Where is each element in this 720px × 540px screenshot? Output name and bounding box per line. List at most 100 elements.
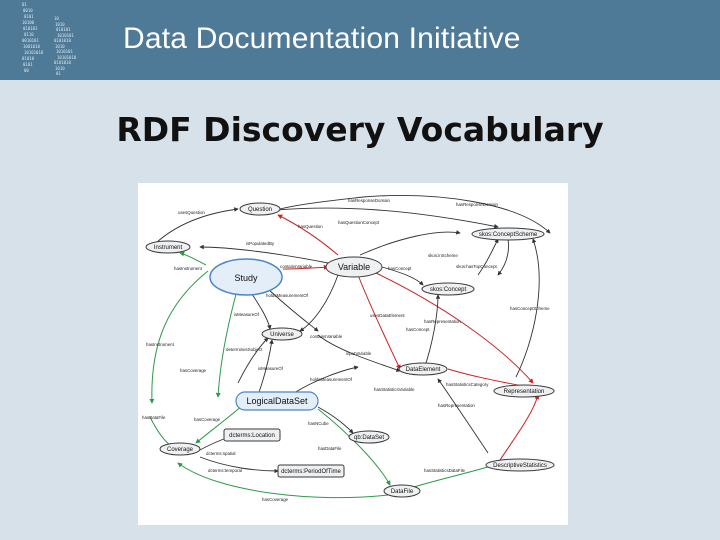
node-representation: Representation: [493, 384, 555, 398]
svg-text:Variable: Variable: [338, 262, 370, 272]
diagram-canvas: usesQuestion hasResponseDomain hasRespon…: [142, 195, 555, 502]
node-dcterms-location: dcterms:Location: [223, 428, 281, 442]
edge-input-variable: [317, 334, 401, 372]
edge-has-question-concept: [359, 230, 461, 256]
node-data-element: DataElement: [398, 362, 448, 376]
edge-uses-question: [155, 207, 239, 244]
edge-skos-in-scheme: [477, 238, 499, 276]
node-logical-data-set: LogicalDataSet: [235, 391, 319, 411]
label-is-populated-by: isPopulatedBy: [246, 241, 275, 246]
label-uses-data-element: usesDataElement: [370, 313, 405, 318]
node-period-of-time: dcterms:PeriodOfTime: [277, 464, 345, 478]
edge-determines-subject: [237, 337, 269, 384]
label-uses-question: usesQuestion: [178, 210, 205, 215]
binary-digit-line: 0101010: [54, 60, 71, 65]
label-has-coverage-1: hasCoverage: [180, 368, 207, 373]
binary-digit-line: 0010: [23, 8, 33, 13]
binary-digit-line: 1010: [55, 43, 65, 49]
edge-has-representation-2: [497, 394, 540, 464]
label-has-n-cube: hasNCube: [308, 421, 329, 426]
label-has-question-concept: hasQuestionConcept: [338, 220, 380, 225]
binary-digit-line: 1001010: [23, 44, 40, 49]
node-descriptive-statistics: DescriptiveStatistics: [485, 458, 555, 472]
edge-has-data-file-2: [317, 408, 391, 486]
edge-has-coverage-3: [177, 462, 389, 499]
label-has-response-domain-2: hasResponseDomain: [456, 202, 499, 207]
binary-digit-line: 10100: [22, 20, 35, 25]
slide-title: RDF Discovery Vocabulary: [116, 110, 604, 149]
label-has-coverage-3: hasCoverage: [262, 497, 289, 502]
binary-digit-line: 0110: [24, 32, 34, 37]
node-variable: Variable: [325, 256, 383, 278]
svg-text:skos:ConceptScheme: skos:ConceptScheme: [479, 232, 538, 238]
svg-text:qb:DataSet: qb:DataSet: [354, 435, 384, 441]
node-concept-scheme: skos:ConceptScheme: [471, 227, 545, 241]
node-coverage: Coverage: [159, 442, 201, 456]
svg-text:DescriptiveStatistics: DescriptiveStatistics: [493, 463, 547, 469]
edge-has-concept-2: [423, 294, 441, 370]
edges: [149, 195, 551, 499]
label-has-data-file-2: hasDataFile: [318, 446, 342, 451]
svg-text:Representation: Representation: [504, 389, 545, 395]
edge-skos-has-top-concept: [497, 238, 509, 276]
label-determines-subject: determinesSubject: [226, 347, 263, 352]
svg-text:LogicalDataSet: LogicalDataSet: [246, 396, 308, 406]
binary-digit-line: 010101: [56, 27, 71, 32]
edge-has-representation: [375, 272, 534, 384]
label-has-instrument-1: hasInstrument: [174, 266, 203, 271]
svg-text:dcterms:PeriodOfTime: dcterms:PeriodOfTime: [281, 469, 341, 475]
label-has-concept-scheme: hasConceptScheme: [510, 306, 550, 311]
label-holds-measurement-of-1: holdsMeasurementOf: [266, 293, 309, 298]
edge-has-concept: [381, 266, 424, 286]
node-question: Question: [239, 202, 281, 216]
label-has-representation-2: hasRepresentation: [438, 403, 475, 408]
label-is-measure-of-1: isMeasureOf: [234, 312, 260, 317]
binary-digit-line: 0101010: [54, 38, 71, 43]
svg-text:dcterms:Location: dcterms:Location: [229, 433, 275, 439]
edge-contains-variable-2: [299, 274, 339, 332]
binary-digit-line: 0101: [23, 62, 33, 67]
edge-has-coverage-1: [215, 286, 239, 398]
node-data-file: DataFile: [383, 484, 421, 498]
node-concept: skos:Concept: [421, 282, 475, 296]
edge-is-measure-of-2: [257, 339, 274, 396]
label-input-variable: inputVariable: [346, 351, 372, 356]
label-has-concept-2: hasConcept: [406, 327, 430, 332]
label-contains-variable-1: containsVariable: [280, 264, 313, 269]
label-has-representation-1: hasRepresentation: [424, 319, 461, 324]
node-instrument: Instrument: [145, 240, 191, 254]
label-has-instrument-2: hasInstrument: [146, 342, 175, 347]
edge-has-data-file: [149, 416, 174, 448]
label-has-question: hasQuestion: [298, 224, 323, 229]
edge-has-instrument-2: [149, 270, 209, 404]
node-study: Study: [209, 258, 283, 296]
binary-digit-line: 01: [56, 71, 61, 76]
svg-text:DataFile: DataFile: [391, 489, 414, 495]
label-skos-in-scheme: skos:inScheme: [428, 253, 458, 258]
svg-text:Instrument: Instrument: [154, 245, 183, 251]
node-universe: Universe: [261, 327, 303, 341]
label-has-statistics-category: hasStatisticsCategory: [446, 382, 489, 387]
label-has-statistics-data-file: hasStatisticsDataFile: [424, 468, 466, 473]
binary-digit-line: 01: [22, 2, 27, 7]
binary-digit-line: 0010101: [22, 38, 39, 43]
edge-holds-measurement-of: [265, 286, 319, 332]
binary-digit-line: 0101: [24, 14, 34, 19]
svg-text:DataElement: DataElement: [406, 367, 441, 373]
binary-digit-line: 1010: [55, 65, 65, 71]
edge-is-populated-by: [199, 244, 329, 264]
node-qb-data-set: qb:DataSet: [348, 430, 390, 444]
label-has-response-domain-1: hasResponseDomain: [348, 198, 391, 203]
svg-text:skos:Concept: skos:Concept: [430, 287, 467, 293]
binary-digit-line: 10101010: [57, 54, 77, 60]
label-has-statistics-variable: hasStatisticsVariable: [374, 387, 415, 392]
rdf-diagram: usesQuestion hasResponseDomain hasRespon…: [138, 183, 568, 525]
binary-digit-line: 1010101: [57, 32, 74, 38]
edge-uses-data-element: [357, 274, 401, 370]
binary-digit-line: 1010101: [56, 49, 73, 54]
edge-has-question: [277, 214, 339, 256]
label-is-measure-of-2: isMeasureOf: [258, 366, 284, 371]
label-has-coverage-2: hasCoverage: [194, 417, 221, 422]
